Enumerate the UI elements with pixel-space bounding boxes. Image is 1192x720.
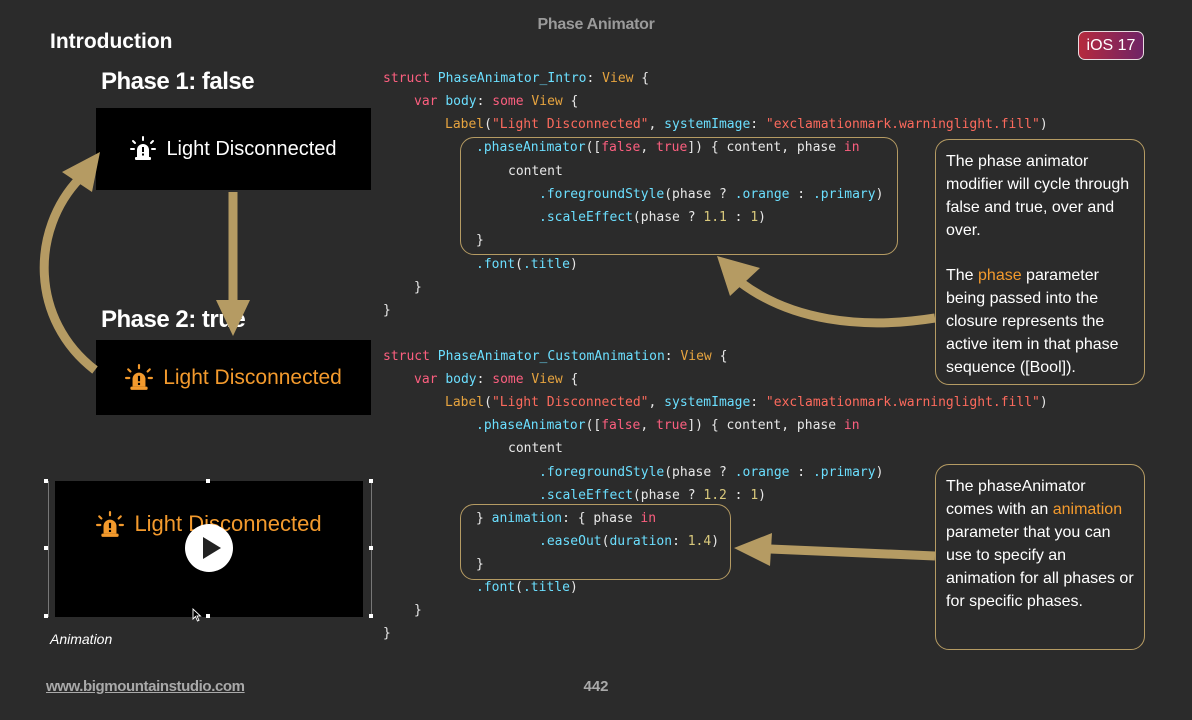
code-line: struct PhaseAnimator_Intro: View { bbox=[383, 71, 650, 86]
code-line: } bbox=[476, 233, 484, 248]
return-arrow-curve bbox=[39, 174, 98, 374]
selection-handle[interactable] bbox=[206, 614, 210, 618]
note1-arrow-head bbox=[717, 256, 760, 296]
note-paragraph: The phaseAnimator comes with an animatio… bbox=[946, 478, 1134, 610]
phase1-label: Phase 1: false bbox=[101, 68, 255, 95]
code-line: } bbox=[383, 626, 391, 641]
code-line: content bbox=[508, 164, 563, 179]
code-line: .scaleEffect(phase ? 1.1 : 1) bbox=[539, 210, 766, 225]
code-line: } bbox=[414, 603, 422, 618]
note-animation-parameter: The phaseAnimator comes with an animatio… bbox=[935, 464, 1145, 650]
code-line: var body: some View { bbox=[414, 94, 579, 109]
code-line: .font(.title) bbox=[476, 257, 578, 272]
mouse-cursor-icon bbox=[192, 608, 202, 622]
code-line: Label("Light Disconnected", systemImage:… bbox=[445, 395, 1048, 410]
code-line: struct PhaseAnimator_CustomAnimation: Vi… bbox=[383, 349, 728, 364]
code-highlight-frame-1 bbox=[460, 137, 898, 255]
code-line: } bbox=[476, 557, 484, 572]
selection-handle[interactable] bbox=[369, 546, 373, 550]
code-block-2: struct PhaseAnimator_CustomAnimation: Vi… bbox=[0, 180, 1192, 641]
code-line: .scaleEffect(phase ? 1.2 : 1) bbox=[539, 488, 766, 503]
code-line: .font(.title) bbox=[476, 580, 578, 595]
note-paragraph: The phase animator modifier will cycle t… bbox=[946, 153, 1130, 239]
code-line: Label("Light Disconnected", systemImage:… bbox=[445, 117, 1048, 132]
page-title: Phase Animator bbox=[537, 16, 655, 33]
section-title: Introduction bbox=[50, 30, 173, 53]
return-arrow-head bbox=[62, 152, 100, 192]
down-arrow-head bbox=[216, 300, 250, 336]
phase1-demo: Light Disconnected bbox=[96, 108, 371, 190]
code-line: } bbox=[383, 303, 391, 318]
warninglight-icon bbox=[130, 136, 157, 160]
selection-handle[interactable] bbox=[44, 479, 48, 483]
selection-handle[interactable] bbox=[206, 479, 210, 483]
code-line: .foregroundStyle(phase ? .orange : .prim… bbox=[539, 465, 884, 480]
code-block-1: struct PhaseAnimator_Intro: View { var b… bbox=[0, 0, 1192, 318]
phase2-demo-text: Light Disconnected bbox=[163, 365, 342, 389]
footer-website-link[interactable]: www.bigmountainstudio.com bbox=[46, 678, 245, 695]
page-number: 442 bbox=[583, 678, 609, 695]
warninglight-icon bbox=[96, 511, 125, 537]
code-line: } bbox=[414, 280, 422, 295]
code-line: .phaseAnimator([false, true]) { content,… bbox=[476, 140, 860, 155]
selection-handle[interactable] bbox=[369, 614, 373, 618]
ios-version-badge: iOS 17 bbox=[1078, 31, 1144, 60]
note2-arrow-head bbox=[734, 533, 772, 566]
note-paragraph: The phase parameter being passed into th… bbox=[946, 267, 1119, 376]
code-line: .foregroundStyle(phase ? .orange : .prim… bbox=[539, 187, 884, 202]
play-icon bbox=[203, 537, 221, 559]
selection-handle[interactable] bbox=[44, 546, 48, 550]
code-line: .phaseAnimator([false, true]) { content,… bbox=[476, 418, 860, 433]
code-line: .easeOut(duration: 1.4) bbox=[539, 534, 720, 549]
warninglight-icon bbox=[125, 363, 154, 390]
phase1-demo-text: Light Disconnected bbox=[166, 137, 337, 160]
note2-arrow-shaft bbox=[769, 544, 936, 561]
note1-arrow-curve bbox=[737, 278, 936, 328]
video-caption: Animation bbox=[50, 631, 113, 647]
video-frame[interactable]: Light Disconnected bbox=[48, 481, 372, 617]
selection-handle[interactable] bbox=[369, 479, 373, 483]
code-line: } animation: { phase in bbox=[476, 511, 657, 526]
play-button[interactable] bbox=[185, 524, 233, 572]
code-line: var body: some View { bbox=[414, 372, 579, 387]
code-highlight-frame-2 bbox=[460, 504, 731, 580]
code-line: content bbox=[508, 441, 563, 456]
selection-handle[interactable] bbox=[44, 614, 48, 618]
video-demo-text: Light Disconnected bbox=[134, 511, 322, 536]
note-phase-parameter: The phase animator modifier will cycle t… bbox=[935, 139, 1145, 385]
phase2-demo: Light Disconnected bbox=[96, 340, 371, 415]
